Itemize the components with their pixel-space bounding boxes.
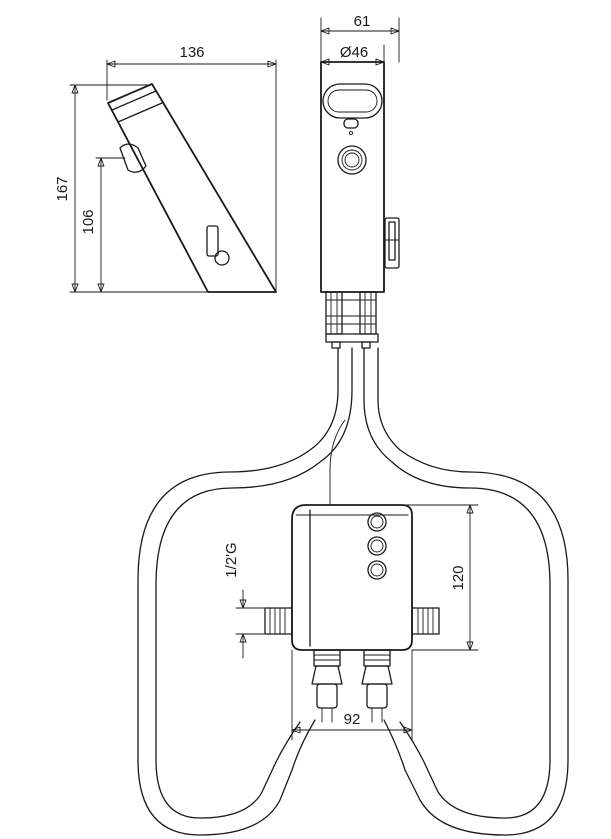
- side-view-sensor-icon: [119, 143, 147, 173]
- side-view: 136 167 106: [54, 44, 277, 293]
- control-box-body: [291, 504, 413, 651]
- control-box-bottom-connectors: [311, 649, 393, 723]
- dim-outlet-spacing-label: 92: [344, 711, 361, 728]
- dim-side-width: 136: [106, 44, 277, 293]
- front-view-lever-icon: [383, 217, 400, 269]
- dim-side-width-label: 136: [179, 44, 204, 61]
- dim-front-width: 61: [320, 13, 400, 63]
- sensor-cable: [329, 419, 346, 506]
- dim-outlet-spacing: 92: [291, 649, 413, 741]
- dim-thread-label: 1/2'G: [223, 542, 240, 577]
- side-view-lever-icon: [206, 225, 230, 266]
- front-view-indicator-icon: [343, 118, 359, 129]
- front-view-body: [320, 61, 385, 293]
- dim-thread: 1/2'G: [223, 542, 265, 659]
- hose-left-outer: [137, 347, 339, 836]
- control-box: 120 1/2'G 92: [223, 504, 479, 741]
- supply-hoses: [137, 347, 569, 836]
- dim-side-sensor-height: 106: [80, 157, 126, 293]
- control-box-right-fitting: [411, 607, 440, 635]
- dim-box-height: 120: [401, 504, 479, 651]
- front-view-outlet-ring: [322, 83, 383, 119]
- dim-front-diameter: Ø46: [320, 44, 385, 66]
- control-box-left-fitting: [264, 607, 293, 635]
- dim-front-width-label: 61: [354, 13, 371, 30]
- control-box-valve-icons: [367, 512, 387, 580]
- dim-side-height-label: 167: [54, 176, 71, 201]
- dim-box-height-label: 120: [450, 565, 467, 590]
- mounting-thread-rods: [325, 291, 379, 349]
- hose-left-inner: [155, 347, 353, 819]
- hose-right-inner: [363, 347, 551, 819]
- front-view-sensor-icon: [337, 145, 367, 175]
- dim-front-diameter-label: Ø46: [340, 44, 368, 61]
- front-view: 61 Ø46: [320, 13, 400, 349]
- dim-side-sensor-height-label: 106: [80, 209, 97, 234]
- dim-side-height: 167: [54, 84, 211, 293]
- hose-right-outer: [377, 347, 569, 836]
- side-view-outlet: [111, 90, 163, 123]
